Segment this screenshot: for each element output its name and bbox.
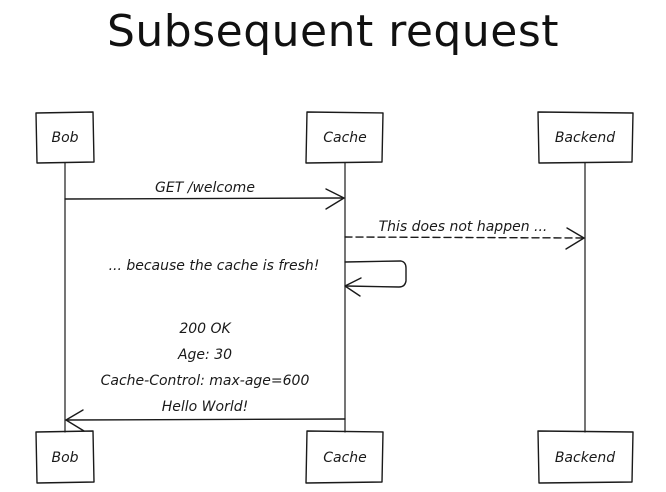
message-self-fresh-label: ... because the cache is fresh! xyxy=(109,258,320,274)
slide-title: Subsequent request xyxy=(106,6,559,57)
message-not-happen-arrowhead xyxy=(565,227,585,250)
response-status-label: 200 OK xyxy=(179,321,232,337)
participant-bob-top: Bob xyxy=(35,111,95,164)
message-not-happen: This does not happen ... xyxy=(344,219,585,250)
message-self-fresh: ... because the cache is fresh! xyxy=(109,258,407,297)
response-age-label: Age: 30 xyxy=(177,347,232,363)
message-get-welcome: GET /welcome xyxy=(64,180,345,210)
message-not-happen-label: This does not happen ... xyxy=(379,219,548,235)
message-get-welcome-arrow xyxy=(64,197,344,200)
participant-backend-top: Backend xyxy=(537,111,634,164)
message-get-welcome-label: GET /welcome xyxy=(155,180,255,196)
message-response: 200 OK Age: 30 Cache-Control: max-age=60… xyxy=(65,321,346,432)
participant-cache-top: Cache xyxy=(305,111,384,164)
participant-cache-top-label: Cache xyxy=(323,130,367,146)
participant-backend-bottom: Backend xyxy=(537,430,634,484)
message-self-fresh-arrowhead xyxy=(344,277,362,297)
participant-cache-bottom-label: Cache xyxy=(323,450,367,466)
participant-bob-top-label: Bob xyxy=(51,130,78,146)
participant-backend-top-label: Backend xyxy=(555,130,615,146)
message-get-welcome-arrowhead xyxy=(325,188,345,210)
participant-bob-bottom: Bob xyxy=(35,430,95,484)
message-response-arrowhead xyxy=(65,409,85,432)
participant-cache-bottom: Cache xyxy=(305,430,384,484)
message-self-fresh-loop xyxy=(344,260,407,288)
response-cache-control-label: Cache-Control: max-age=600 xyxy=(101,373,310,389)
message-not-happen-arrow xyxy=(344,236,584,239)
participant-bob-bottom-label: Bob xyxy=(51,450,78,466)
message-response-arrow xyxy=(66,418,346,421)
participant-backend-bottom-label: Backend xyxy=(555,450,615,466)
response-body-label: Hello World! xyxy=(162,399,249,415)
